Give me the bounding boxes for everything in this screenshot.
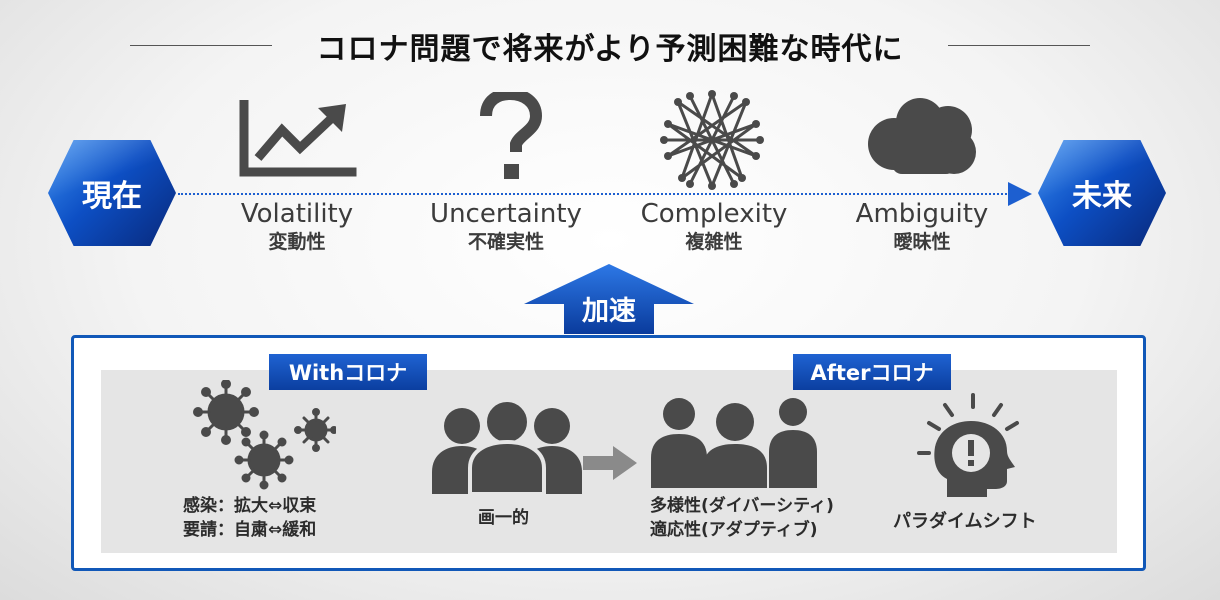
- timeline-arrow-icon: [1008, 182, 1032, 206]
- trending-chart-icon: [239, 100, 357, 177]
- future-hexagon: 未来: [1038, 140, 1166, 246]
- accelerate-arrow-icon: [524, 264, 694, 334]
- vuca-uncertainty: Uncertainty 不確実性: [406, 198, 606, 254]
- vuca-jp-label: 曖昧性: [893, 231, 951, 253]
- question-mark-icon: [480, 92, 542, 179]
- vuca-en-label: Ambiguity: [855, 199, 989, 229]
- vuca-en-label: Uncertainty: [430, 199, 582, 229]
- vuca-jp-label: 複雑性: [685, 231, 743, 253]
- request-text: 要請：自粛⇔緩和: [183, 520, 317, 540]
- diverse-group-icon: [651, 398, 817, 488]
- future-label: 未来: [1072, 179, 1132, 214]
- vuca-en-label: Volatility: [240, 199, 354, 229]
- infection-text: 感染：拡大⇔収束: [183, 496, 317, 516]
- right-arrow-icon: [583, 446, 637, 480]
- cloud-icon: [868, 98, 976, 174]
- accelerate-label: 加速: [582, 296, 636, 327]
- after-corona-caption: 多様性(ダイバーシティ) 適応性(アダプティブ): [650, 494, 834, 542]
- with-corona-tag: Withコロナ: [269, 354, 427, 390]
- vuca-ambiguity: Ambiguity 曖昧性: [822, 198, 1022, 254]
- title-rule-left: [130, 45, 272, 46]
- with-corona-caption: 感染：拡大⇔収束 要請：自粛⇔緩和: [183, 494, 316, 542]
- vuca-en-label: Complexity: [640, 199, 788, 229]
- title-bar: コロナ問題で将来がより予測困難な時代に: [0, 22, 1220, 68]
- network-web-icon: [660, 90, 764, 190]
- vuca-complexity: Complexity 複雑性: [614, 198, 814, 254]
- vuca-jp-label: 不確実性: [467, 231, 544, 253]
- present-hexagon: 現在: [48, 140, 176, 246]
- head-idea-icon: [917, 393, 1019, 497]
- after-corona-tag: Afterコロナ: [793, 354, 951, 390]
- virus-icon: [193, 380, 336, 490]
- adaptivity-text: 適応性(アダプティブ): [650, 520, 818, 540]
- diversity-text: 多様性(ダイバーシティ): [650, 496, 834, 516]
- vuca-jp-label: 変動性: [268, 231, 326, 253]
- timeline-dotted-line: [178, 193, 1010, 195]
- uniform-group-icon: [432, 398, 582, 494]
- page-title: コロナ問題で将来がより予測困難な時代に: [316, 32, 904, 67]
- uniform-caption: 画一的: [478, 508, 529, 528]
- title-rule-right: [948, 45, 1090, 46]
- present-label: 現在: [82, 179, 142, 214]
- paradigm-shift-caption: パラダイムシフト: [893, 511, 1037, 532]
- vuca-volatility: Volatility 変動性: [197, 198, 397, 254]
